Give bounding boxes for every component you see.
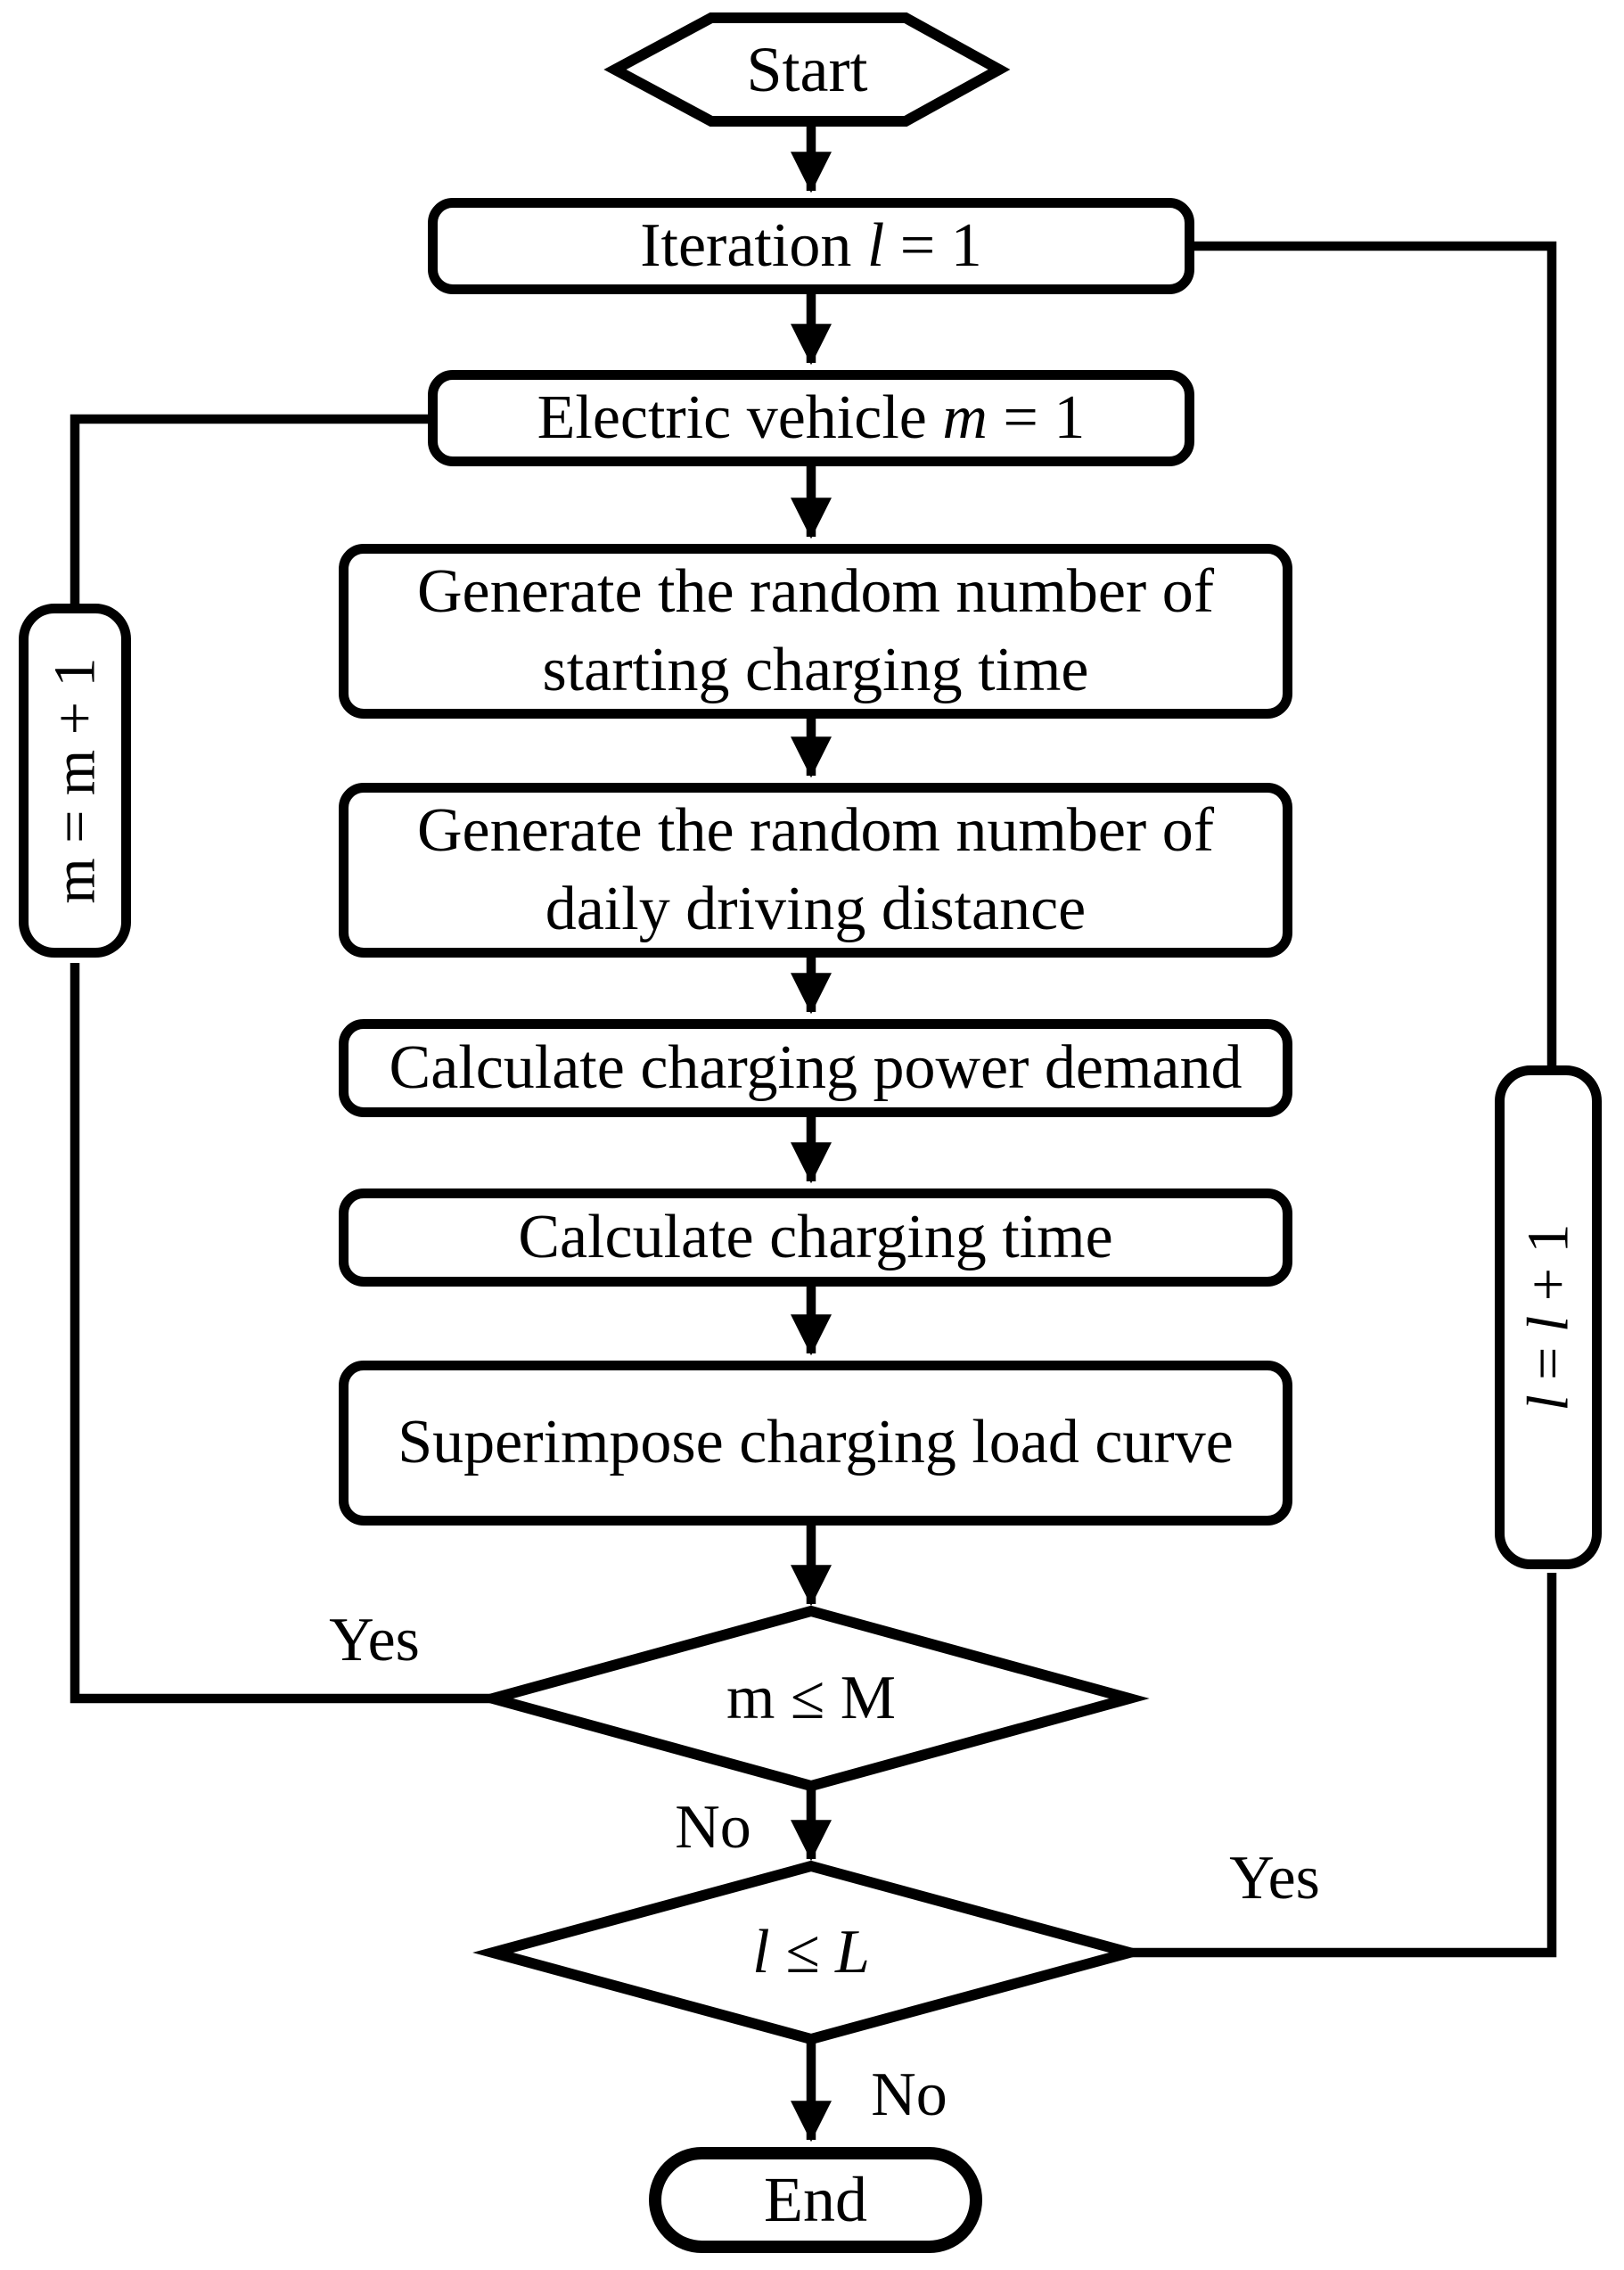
edge-label-l-yes: Yes — [1229, 1844, 1320, 1912]
node-generate-charging-time: Generate the random number of starting c… — [339, 544, 1292, 719]
decision-l-diamond — [472, 1860, 1150, 2045]
node-calculate-power-demand-label: Calculate charging power demand — [389, 1032, 1243, 1102]
decision-m-label: m ≤ M — [726, 1664, 897, 1732]
node-increment-m: m = m + 1 — [19, 604, 131, 958]
node-generate-driving-distance: Generate the random number of daily driv… — [339, 783, 1292, 958]
edge-increment-l-to-iteration — [1194, 241, 1557, 1069]
decision-m-diamond — [472, 1605, 1150, 1792]
node-end-label: End — [764, 2164, 867, 2236]
node-end: End — [649, 2147, 982, 2253]
edge-label-m-no: No — [675, 1793, 751, 1862]
node-superimpose-load-curve: Superimpose charging load curve — [339, 1361, 1292, 1526]
edge-label-m-yes: Yes — [329, 1606, 420, 1674]
node-calculate-power-demand: Calculate charging power demand — [339, 1019, 1292, 1117]
start-label: Start — [746, 33, 868, 105]
node-generate-driving-distance-line1: Generate the random number of — [416, 795, 1215, 865]
node-calculate-charging-time-label: Calculate charging time — [518, 1202, 1113, 1271]
node-electric-vehicle-label: Electric vehicle m = 1 — [537, 382, 1086, 452]
node-iteration-label: Iteration l = 1 — [640, 210, 982, 280]
node-generate-charging-time-line2: starting charging time — [542, 636, 1089, 704]
node-iteration: Iteration l = 1 — [428, 198, 1194, 294]
decision-l-label: l ≤ L — [752, 1918, 870, 1986]
node-electric-vehicle: Electric vehicle m = 1 — [428, 370, 1194, 466]
node-increment-l-label: l = l + 1 — [1515, 1223, 1581, 1411]
node-generate-charging-time-line1: Generate the random number of — [416, 556, 1215, 626]
edge-decision-m-yes-to-increment — [70, 963, 493, 1704]
edge-label-l-no: No — [871, 2060, 947, 2129]
node-superimpose-load-curve-label: Superimpose charging load curve — [398, 1408, 1234, 1477]
node-increment-l: l = l + 1 — [1495, 1065, 1602, 1569]
node-calculate-charging-time: Calculate charging time — [339, 1188, 1292, 1287]
node-increment-m-label: m = m + 1 — [42, 657, 108, 904]
edge-decision-l-yes-to-increment — [1129, 1573, 1557, 1958]
edge-increment-m-to-ev — [70, 414, 428, 607]
start-hexagon — [603, 12, 1011, 127]
node-generate-driving-distance-line2: daily driving distance — [545, 875, 1087, 943]
